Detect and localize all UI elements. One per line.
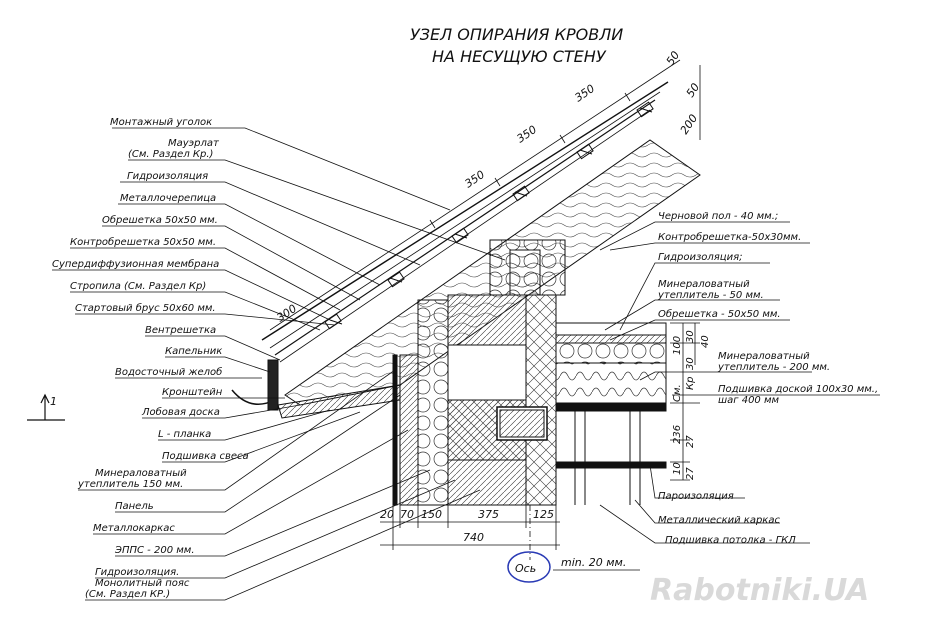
label-vent-grille: Вентрешетка [145, 325, 216, 336]
dim-v-236: 236 [672, 425, 683, 444]
axis-label: Ось [515, 562, 536, 575]
dim-v-kr: Кр [685, 377, 696, 390]
label-l-plank: L - планка [158, 429, 211, 440]
axis-note: min. 20 мм. [561, 556, 626, 569]
dim-v-30-b: 30 [685, 357, 696, 370]
dim-v-100: 100 [672, 336, 683, 355]
label-ceiling-gkl: Подшивка потолка - ГКЛ [665, 535, 796, 546]
axis-marker [507, 551, 551, 583]
label-board-sheathing-a: Подшивка доской 100х30 мм., [718, 384, 878, 395]
label-metal-tile: Металлочерепица [120, 193, 216, 204]
right-vertical-dimensions [670, 322, 700, 481]
dim-v-27-b: 27 [685, 467, 696, 480]
label-metal-frame-right: Металлический каркас [658, 515, 780, 526]
label-board-sheathing-b: шаг 400 мм [718, 395, 780, 406]
dim-v-10: 10 [672, 462, 683, 475]
label-eps: ЭППС - 200 мм. [114, 545, 195, 556]
dim-bottom-375: 375 [478, 508, 499, 521]
dim-bottom-70: 70 [400, 508, 414, 521]
dim-v-40: 40 [700, 335, 711, 348]
title-line-1: УЗЕЛ ОПИРАНИЯ КРОВЛИ [410, 25, 623, 44]
label-rafters: Стропила (См. Раздел Кр) [70, 281, 206, 292]
dim-top-50-1: 50 [664, 49, 683, 68]
dim-top-200: 200 [678, 112, 701, 137]
label-counter-batten: Контробрешетка 50х50 мм. [70, 236, 216, 248]
label-membrane: Супердиффузионная мембрана [52, 258, 219, 270]
right-label-group: Черновой пол - 40 мм.; Контробрешетка-50… [657, 211, 878, 546]
label-mauerlat: Мауэрлат [168, 138, 220, 149]
right-leaders [599, 221, 880, 544]
label-mineral-wool: Минераловатный [95, 468, 187, 479]
label-fascia: Лобовая доска [141, 406, 220, 418]
floor-assembly [555, 322, 667, 505]
label-mounting-angle: Монтажный уголок [110, 117, 212, 128]
wall-assembly [392, 239, 566, 506]
label-counter-batten-right: Контробрешетка-50х30мм. [658, 231, 801, 243]
dim-roof-350-2: 350 [514, 123, 539, 146]
title-line-2: НА НЕСУЩУЮ СТЕНУ [432, 47, 607, 66]
label-mineral-wool-50-a: Минераловатный [658, 279, 750, 290]
dim-bottom-150: 150 [421, 508, 442, 521]
label-mineral-wool-200-b: утеплитель - 200 мм. [717, 362, 830, 373]
dim-total-740: 740 [463, 531, 484, 544]
left-leaders [52, 127, 506, 601]
dim-roof-350-1: 350 [462, 168, 487, 191]
label-subfloor: Черновой пол - 40 мм.; [658, 211, 778, 222]
bottom-dimensions [380, 505, 560, 560]
watermark: Rabotniki.UA [650, 573, 869, 608]
label-mineral-wool-150: утеплитель 150 мм. [77, 479, 183, 490]
section-mark-label: 1 [50, 395, 57, 408]
label-mineral-wool-200-a: Минераловатный [718, 351, 810, 362]
roof-dimensions [269, 59, 701, 331]
label-mineral-wool-50-b: утеплитель - 50 мм. [657, 290, 764, 301]
dim-v-see: См. [672, 384, 683, 402]
label-batten-right: Обрешетка - 50х50 мм. [658, 308, 781, 320]
label-gutter: Водосточный желоб [115, 366, 222, 378]
label-batten: Обрешетка 50х50 мм. [102, 214, 218, 226]
label-monolithic-ref: (См. Раздел КР.) [85, 589, 170, 600]
dim-bottom-20: 20 [380, 508, 394, 521]
label-mauerlat-ref: (См. Раздел Кр.) [128, 149, 213, 160]
label-monolithic-belt: Монолитный пояс [95, 578, 190, 589]
dim-v-27-a: 27 [685, 435, 696, 448]
label-waterproofing-right: Гидроизоляция; [658, 252, 742, 263]
dim-roof-350-3: 350 [572, 82, 597, 105]
dim-top-50-2: 50 [684, 81, 703, 100]
dim-v-30-a: 30 [685, 330, 696, 343]
label-panel: Панель [115, 501, 154, 512]
label-waterproofing-2: Гидроизоляция. [95, 567, 179, 578]
label-waterproofing-1: Гидроизоляция [127, 171, 208, 182]
label-soffit: Подшивка свеса [162, 451, 249, 462]
label-vapor-barrier: Пароизоляция [658, 491, 734, 502]
left-label-group: Монтажный уголок Мауэрлат (См. Раздел Кр… [52, 117, 249, 600]
label-bracket: Кронштейн [162, 387, 223, 398]
label-drip-edge: Капельник [165, 346, 222, 357]
label-starter-beam: Стартовый брус 50х60 мм. [75, 302, 216, 314]
section-mark [27, 393, 65, 421]
label-metal-frame: Металлокаркас [93, 523, 175, 534]
dim-bottom-125: 125 [533, 508, 554, 521]
